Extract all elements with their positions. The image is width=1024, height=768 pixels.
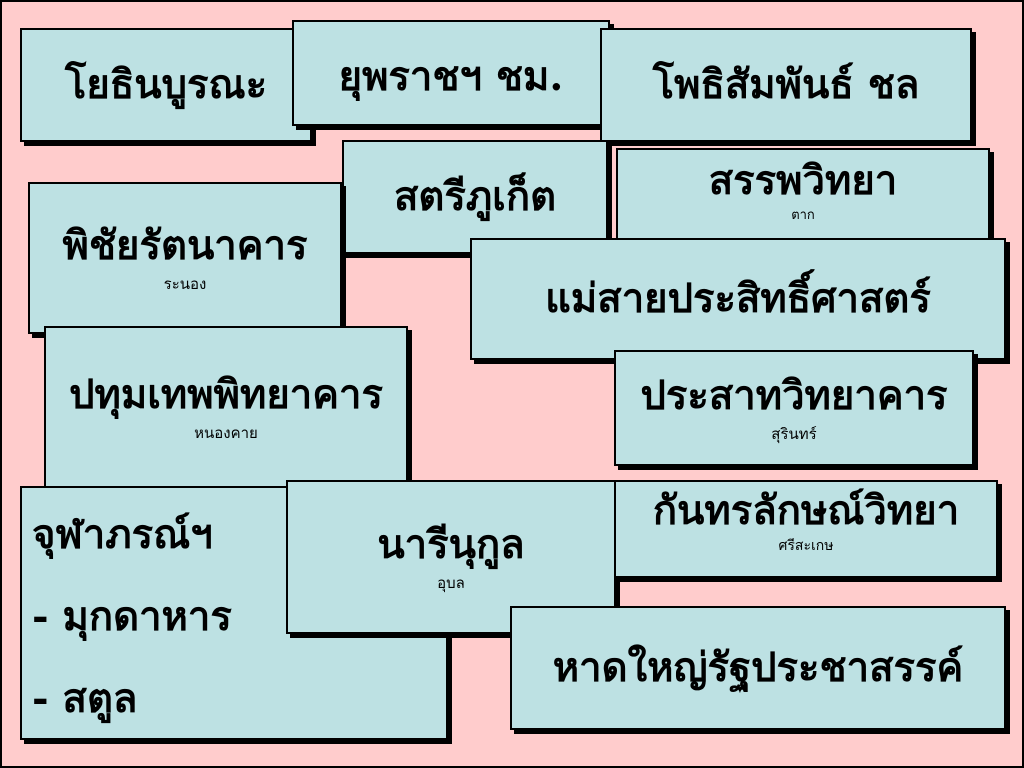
province-label: ตาก <box>791 208 815 223</box>
school-name: สรรพวิทยา <box>708 157 898 204</box>
school-name: นารีนุกูล <box>377 521 525 568</box>
school-name: จุฬาภรณ์ฯ <box>32 511 213 558</box>
province-label: ศรีสะเกษ <box>778 538 834 554</box>
card-kanthararak: กันทรลักษณ์วิทยา ศรีสะเกษ <box>614 480 998 578</box>
school-name: โยธินบูรณะ <box>64 61 268 108</box>
school-name: แม่สายประสิทธิ์ศาสตร์ <box>545 275 931 322</box>
province-label: อุบล <box>437 574 465 592</box>
card-yupparaj: ยุพราชฯ ชม. <box>292 20 610 126</box>
province-label: สุรินทร์ <box>771 425 817 443</box>
school-name: ยุพราชฯ ชม. <box>338 53 564 100</box>
card-pathumthep: ปทุมเทพพิทยาคาร หนองคาย <box>44 326 408 488</box>
province-label: หนองคาย <box>194 424 258 442</box>
card-chulabhorn: จุฬาภรณ์ฯ - มุกดาหาร - สตูล <box>20 486 448 740</box>
card-satri-phuket: สตรีภูเก็ต <box>342 140 608 254</box>
branch-line: - สตูล <box>32 675 138 722</box>
school-name: กันทรลักษณ์วิทยา <box>652 487 960 534</box>
branch-line: - มุกดาหาร <box>32 593 232 640</box>
card-phothisamphan: โพธิสัมพันธ์ ชล <box>600 28 972 142</box>
card-prasat-witthayakhan: ประสาทวิทยาคาร สุรินทร์ <box>614 350 974 466</box>
school-name: หาดใหญ่รัฐประชาสรรค์ <box>552 644 964 691</box>
card-hatyai-ratprachasan: หาดใหญ่รัฐประชาสรรค์ <box>510 606 1006 730</box>
card-phichairattanakhan: พิชัยรัตนาคาร ระนอง <box>28 182 342 334</box>
school-name: สตรีภูเก็ต <box>393 173 557 220</box>
card-maesai-prasitsart: แม่สายประสิทธิ์ศาสตร์ <box>470 238 1006 360</box>
card-yothinburana: โยธินบูรณะ <box>20 28 312 142</box>
card-sappawitthaya: สรรพวิทยา ตาก <box>616 148 990 248</box>
province-label: ระนอง <box>163 275 207 293</box>
school-name: โพธิสัมพันธ์ ชล <box>652 61 920 108</box>
school-name: ปทุมเทพพิทยาคาร <box>69 371 383 418</box>
school-name: พิชัยรัตนาคาร <box>62 222 308 269</box>
school-name: ประสาทวิทยาคาร <box>640 372 948 419</box>
